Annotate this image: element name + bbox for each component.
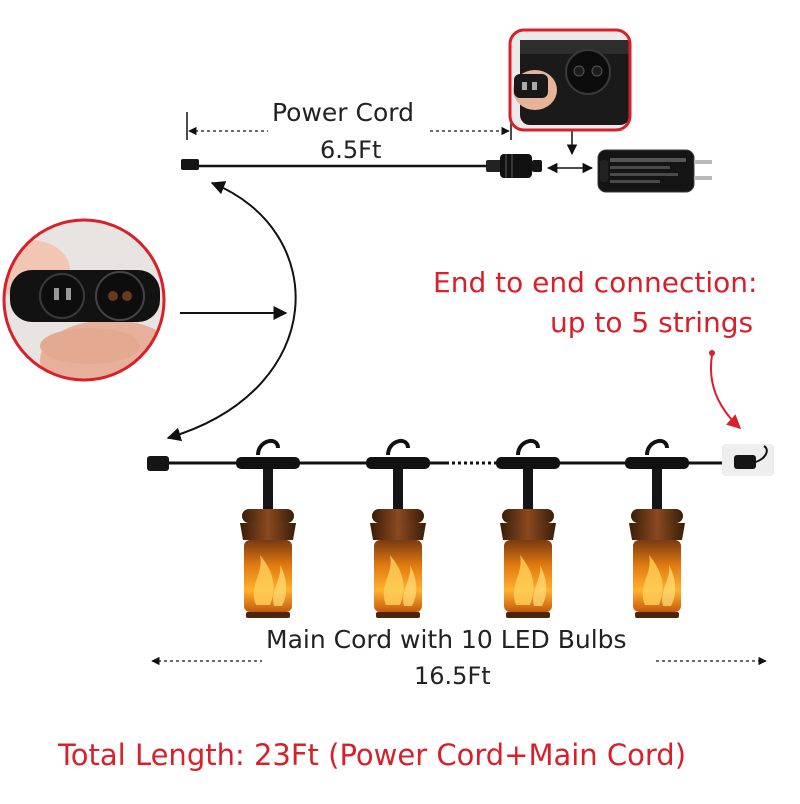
led-flame-bulb-icon <box>366 438 430 618</box>
connection-note-line1: End to end connection: <box>433 266 758 299</box>
power-cord-length: 6.5Ft <box>320 136 382 164</box>
led-flame-bulb-icon <box>236 438 300 618</box>
power-adapter-icon <box>597 149 712 193</box>
end-connector-pointer <box>709 350 742 429</box>
total-length: Total Length: 23Ft (Power Cord+Main Cord… <box>58 738 687 772</box>
main-cord <box>147 444 774 476</box>
power-cord <box>181 154 542 178</box>
led-flame-bulb-icon <box>625 438 689 618</box>
connection-note-line2: up to 5 strings <box>550 306 754 339</box>
power-cord-label: Power Cord <box>272 98 414 127</box>
connector-closeup-photo <box>2 218 166 382</box>
main-cord-length: 16.5Ft <box>414 662 491 690</box>
main-cord-label: Main Cord with 10 LED Bulbs <box>266 625 627 654</box>
adapter-closeup-photo <box>508 28 632 132</box>
curved-connection-arrow <box>166 181 297 442</box>
led-flame-bulb-icon <box>496 438 560 618</box>
led-bulbs <box>236 438 689 618</box>
